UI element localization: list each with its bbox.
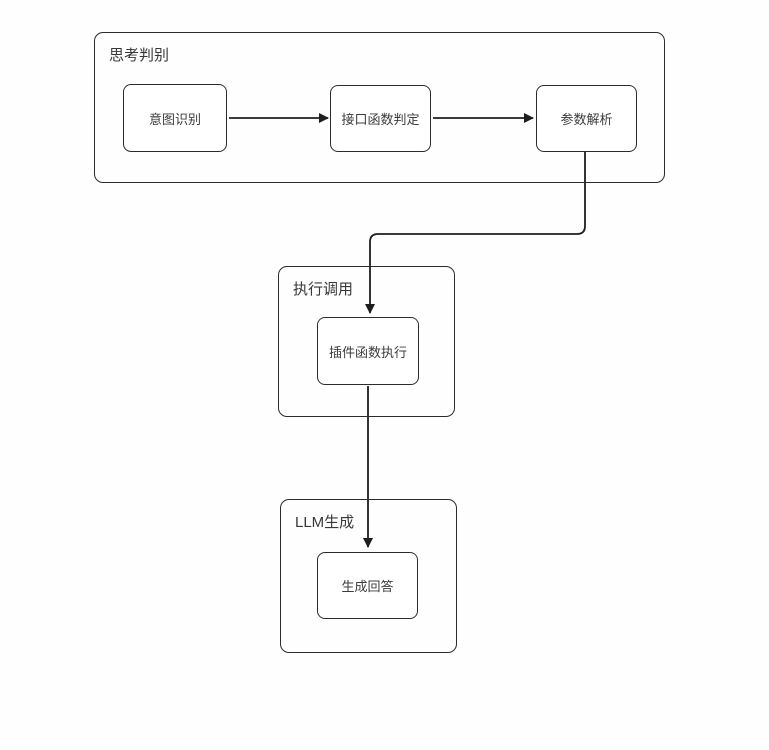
node-parameter-parsing: 参数解析 xyxy=(536,85,637,152)
node-intent-recognition-label: 意图识别 xyxy=(148,111,201,127)
node-generate-answer: 生成回答 xyxy=(317,552,418,619)
node-interface-function-decision: 接口函数判定 xyxy=(330,85,431,152)
node-plugin-function-execution-label: 插件函数执行 xyxy=(328,344,407,360)
node-intent-recognition: 意图识别 xyxy=(123,84,227,152)
node-parameter-parsing-label: 参数解析 xyxy=(560,112,613,127)
node-interface-function-decision-label: 接口函数判定 xyxy=(341,112,420,127)
group-think-judge: 思考判别 xyxy=(94,32,665,183)
group-llm-generate-label: LLM生成 xyxy=(295,514,355,531)
group-think-judge-label: 思考判别 xyxy=(109,47,170,64)
group-execute-call: 执行调用 xyxy=(278,266,455,417)
node-generate-answer-label: 生成回答 xyxy=(341,579,394,594)
group-llm-generate: LLM生成 xyxy=(280,499,457,653)
group-execute-call-label: 执行调用 xyxy=(293,281,354,298)
node-plugin-function-execution: 插件函数执行 xyxy=(317,317,419,385)
